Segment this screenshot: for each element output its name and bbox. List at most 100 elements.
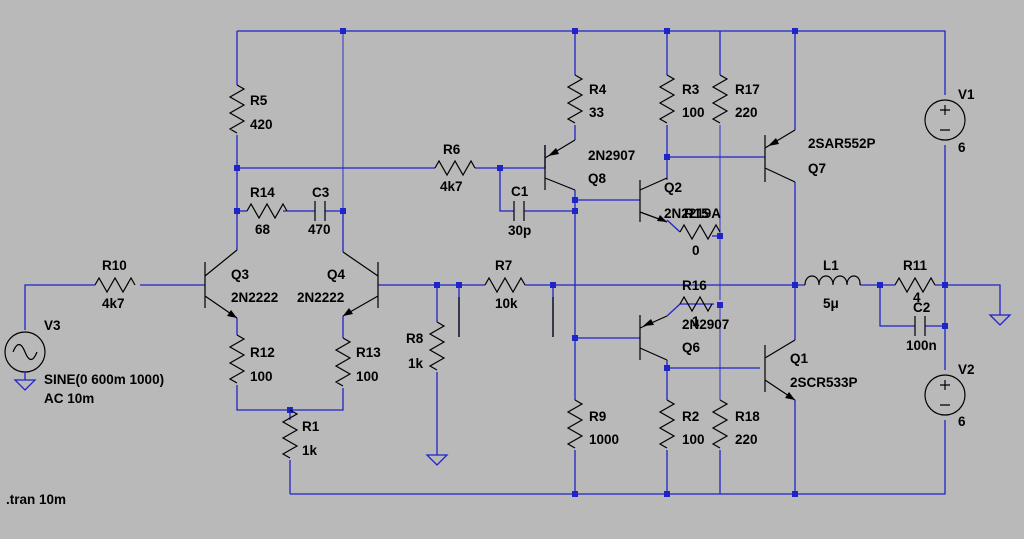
spice-directive-tran: .tran 10m (6, 492, 66, 507)
transistor-q4 (342, 251, 379, 317)
resistor-r6 (434, 159, 476, 177)
label-r9: R9 (589, 409, 606, 424)
transistor-q3 (204, 249, 238, 319)
capacitor-c2 (914, 316, 926, 336)
value-r17: 220 (735, 105, 758, 120)
value-r6: 4k7 (440, 179, 463, 194)
value-r4: 33 (589, 105, 605, 120)
label-r7: R7 (495, 258, 512, 273)
resistor-r12 (229, 334, 245, 384)
voltage-sources (4, 99, 966, 416)
transistor-q6 (639, 315, 668, 361)
voltage-source-v2 (924, 374, 966, 416)
value-r14: 68 (255, 222, 271, 237)
value-r11: 4 (913, 290, 921, 305)
value-r5: 420 (250, 117, 273, 132)
label-r8: R8 (406, 331, 424, 346)
label-r14: R14 (250, 185, 275, 200)
label-q4: Q4 (327, 267, 346, 282)
resistor-r10 (94, 276, 136, 294)
junction-dots (234, 28, 948, 497)
value-r3: 100 (682, 105, 705, 120)
value-r7: 10k (495, 296, 518, 311)
wires (24, 30, 1001, 495)
label-q2: Q2 (664, 180, 682, 195)
value-r16: 1 (692, 314, 700, 329)
label-r4: R4 (589, 82, 607, 97)
capacitor-c3 (314, 201, 326, 221)
resistor-r18 (712, 399, 728, 449)
resistor-r16 (679, 295, 713, 313)
resistor-r8 (429, 321, 445, 371)
value-v3-sine: SINE(0 600m 1000) (44, 372, 164, 387)
value-r15: 0 (692, 243, 700, 258)
label-q7: Q7 (808, 161, 826, 176)
label-l1: L1 (823, 258, 839, 273)
label-c1: C1 (511, 184, 529, 199)
label-r13: R13 (356, 345, 381, 360)
label-c3: C3 (312, 185, 330, 200)
label-q3: Q3 (231, 267, 250, 282)
value-r9: 1000 (589, 432, 619, 447)
value-v1: 6 (958, 140, 966, 155)
value-v2: 6 (958, 414, 966, 429)
value-r8: 1k (408, 356, 424, 371)
label-q1: Q1 (790, 351, 809, 366)
component-labels: R5 420 R14 68 C3 470 R6 4k7 C1 30p R4 33… (6, 82, 975, 507)
ground-output (988, 314, 1012, 326)
resistor-r9 (567, 399, 583, 449)
label-r1: R1 (302, 419, 320, 434)
label-r18: R18 (735, 409, 760, 424)
value-v3-ac: AC 10m (44, 391, 94, 406)
resistors (94, 74, 936, 459)
value-r13: 100 (356, 369, 379, 384)
voltage-source-v1 (924, 99, 966, 141)
label-v2: V2 (958, 362, 975, 377)
label-r3: R3 (682, 82, 700, 97)
label-r11: R11 (903, 258, 928, 273)
value-c3: 470 (308, 222, 331, 237)
type-q2: 2N2219A (664, 206, 721, 221)
type-q3: 2N2222 (231, 290, 278, 305)
label-r5: R5 (250, 93, 268, 108)
label-r15: R15 (684, 206, 709, 221)
capacitors (314, 201, 926, 337)
transistors (204, 129, 796, 401)
label-r16: R16 (682, 278, 707, 293)
resistor-r17 (712, 74, 728, 124)
transistor-q7 (764, 129, 796, 183)
resistor-r11 (894, 276, 936, 294)
transistor-q1 (764, 339, 796, 401)
label-r2: R2 (682, 409, 699, 424)
value-r10: 4k7 (102, 296, 125, 311)
value-r2: 100 (682, 432, 705, 447)
label-r12: R12 (250, 345, 275, 360)
transistor-q2 (639, 177, 668, 223)
type-q4: 2N2222 (297, 290, 344, 305)
ground-v3 (13, 379, 37, 391)
value-l1: 5μ (823, 296, 839, 311)
value-c1: 30p (508, 223, 531, 238)
label-v1: V1 (958, 87, 975, 102)
value-r18: 220 (735, 432, 758, 447)
resistor-r13 (335, 337, 351, 387)
value-r1: 1k (302, 443, 318, 458)
type-q8: 2N2907 (588, 148, 635, 163)
type-q6: 2N2907 (682, 317, 729, 332)
label-r6: R6 (443, 142, 461, 157)
capacitor-c1 (513, 201, 525, 221)
label-q8: Q8 (588, 171, 607, 186)
type-q7: 2SAR552P (808, 136, 876, 151)
inductor-l1 (804, 275, 861, 286)
transistor-q8 (544, 139, 576, 191)
resistor-r14 (246, 202, 288, 220)
label-q6: Q6 (682, 340, 701, 355)
resistor-r2 (659, 399, 675, 449)
label-r17: R17 (735, 82, 760, 97)
voltage-source-v3 (4, 331, 46, 380)
value-r12: 100 (250, 369, 273, 384)
resistor-r4 (567, 74, 583, 124)
ground-r8 (425, 454, 449, 466)
label-r10: R10 (102, 258, 127, 273)
